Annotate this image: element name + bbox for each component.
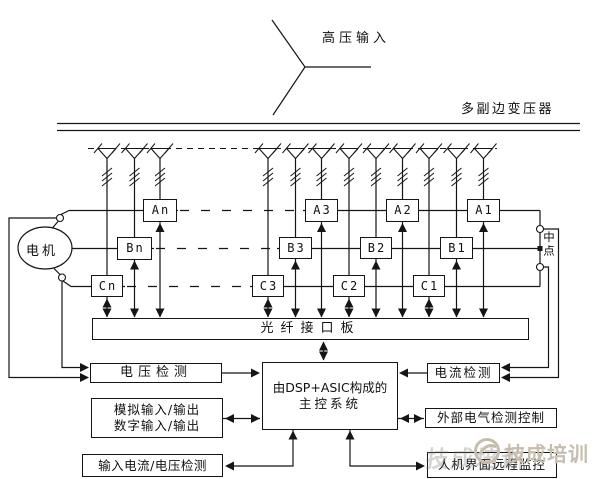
main-controller-line2: 主控系统 [298,396,361,411]
analog-io-label: 模拟输入/输出 [113,402,201,418]
fiber-board-label: 光纤接口板 [260,320,361,336]
watermark-logo-icon [474,438,500,464]
fiber-board: 光纤接口板 [92,318,529,340]
power-cell-a2: A2 [386,199,419,222]
neutral-junction-dot [537,246,543,251]
current-detect-block: 电流检测 [427,363,500,383]
motor-connection-lines [8,209,82,379]
power-cell-b2: B2 [360,237,392,259]
input-detect-label: 输入电流/电压检测 [98,457,207,473]
power-cell-b3: B3 [279,237,312,259]
main-controller-line1: 由DSP+ASIC构成的 [272,380,388,396]
main-controller-block: 由DSP+ASIC构成的 主控系统 [262,362,398,430]
power-cell-cn: Cn [91,275,123,297]
voltage-detect-label: 电压检测 [119,364,192,380]
neutral-node-top [535,224,545,234]
input-detect-block: 输入电流/电压检测 [82,454,223,477]
watermark-text: 技成培训 [505,442,589,466]
neutral-node-bottom [535,262,545,272]
analog-digital-io-block: 模拟输入/输出 数字输入/输出 [91,398,223,438]
power-cell-c2: C2 [333,275,365,297]
motor-terminal-top [55,213,65,223]
current-detect-label: 电流检测 [434,365,493,381]
digital-io-label: 数字输入/输出 [113,418,201,433]
winding-end-ticks [93,143,497,154]
secondary-winding-symbols [97,147,493,159]
motor-symbol [17,226,73,270]
external-detect-block: 外部电气检测控制 [425,408,557,428]
transformer-bus-lines [57,122,580,132]
power-cell-c1: C1 [413,275,445,297]
hmi-block: 人机界面远程监控 [427,452,557,478]
hv-input-label: 高压输入 [322,31,391,46]
control-connection-lines [222,342,427,467]
hmi-label: 人机界面远程监控 [437,457,546,473]
voltage-detect-block: 电压检测 [90,363,222,383]
power-cell-a1: A1 [467,199,500,222]
power-cell-bn: Bn [117,237,152,260]
neutral-point-label: 中点 [542,231,556,258]
power-cell-a3: A3 [305,199,338,222]
power-cell-an: An [143,199,177,222]
motor-terminal-bottom [57,273,67,282]
hv-input-symbol [271,19,371,116]
power-cell-b1: B1 [440,237,473,259]
external-detect-label: 外部电气检测控制 [436,410,545,426]
power-cell-c3: C3 [252,275,284,297]
transformer-label: 多副边变压器 [461,102,555,117]
motor-label: 电机 [26,244,59,259]
neutral-tap-lines [508,228,560,379]
